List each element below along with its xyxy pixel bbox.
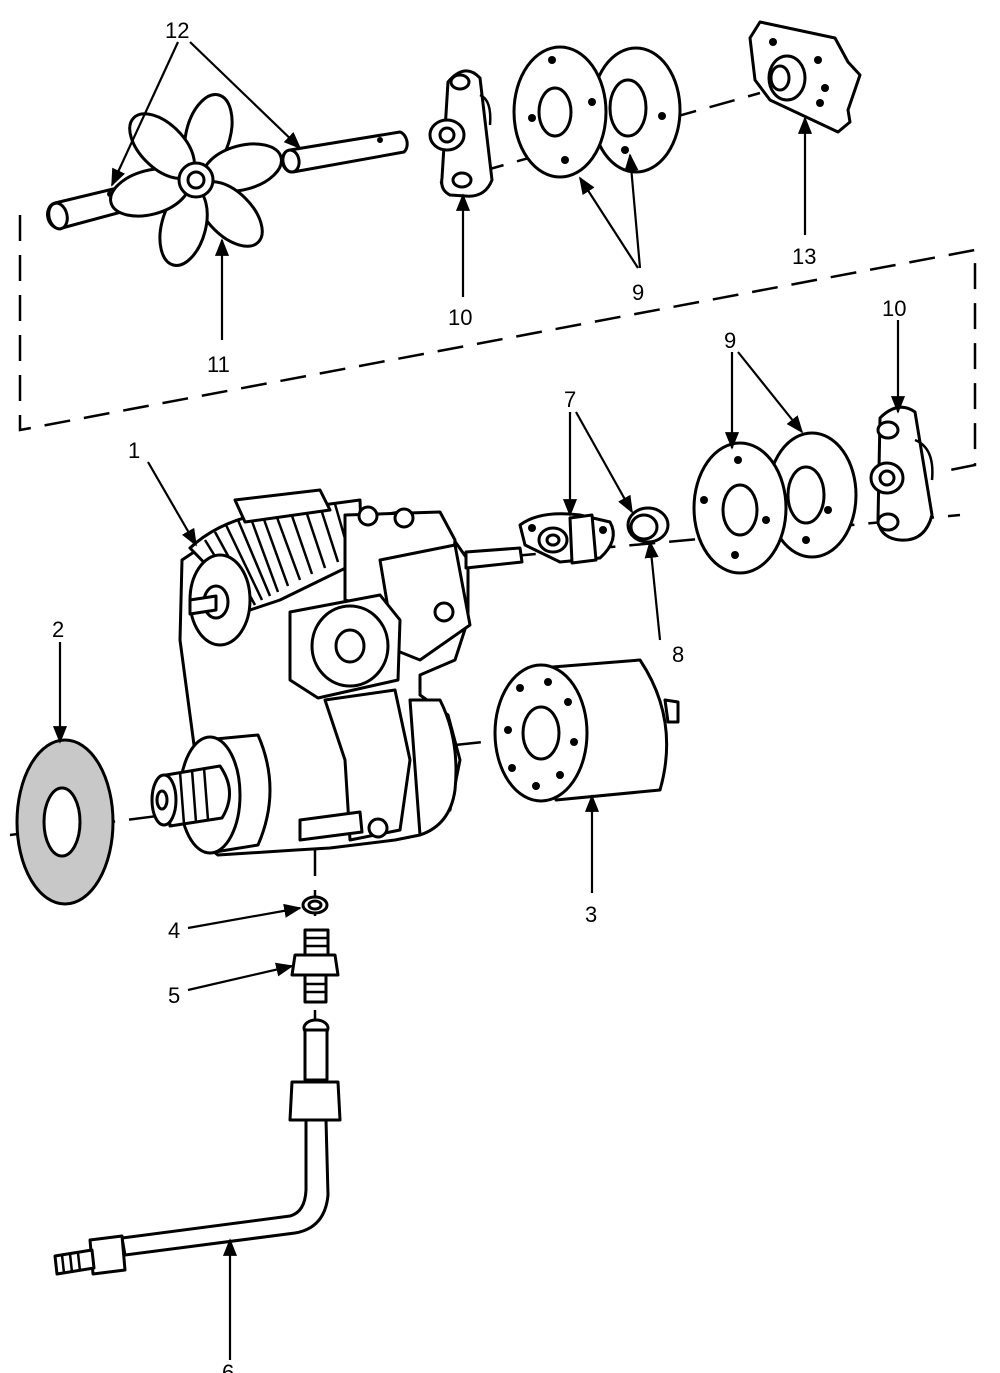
callout-11: 11 (207, 352, 230, 377)
flange-pair-top (512, 45, 682, 179)
callout-10-mid: 10 (882, 296, 906, 321)
callout-labels: 12 11 10 9 13 10 9 7 1 2 8 3 4 5 6 (52, 18, 906, 1373)
callout-6: 6 (222, 1360, 234, 1373)
callout-8: 8 (672, 642, 684, 667)
sealing-washer (301, 895, 329, 915)
fan-impeller (109, 93, 283, 267)
mounting-plate (748, 20, 862, 134)
bushing (626, 506, 670, 544)
oil-pipe (53, 1018, 342, 1276)
callout-10-top: 10 (448, 305, 472, 330)
callout-9-top: 9 (632, 280, 644, 305)
callout-12: 12 (165, 18, 189, 43)
callout-7: 7 (564, 387, 576, 412)
friction-disc (15, 738, 115, 906)
shaft-long (280, 130, 409, 174)
callout-1: 1 (128, 438, 140, 463)
callout-5: 5 (168, 983, 180, 1008)
pump-housing (150, 488, 524, 857)
coupling-arm (518, 512, 615, 565)
flange-pair-mid (692, 431, 858, 575)
callout-9-mid: 9 (724, 328, 736, 353)
callout-4: 4 (168, 918, 180, 943)
coupling-yoke-mid (869, 405, 934, 542)
callout-2: 2 (52, 617, 64, 642)
coupling-yoke-top (428, 69, 494, 198)
adapter-fitting (290, 928, 340, 1004)
leader-lines (52, 41, 906, 1360)
filter-canister (493, 658, 680, 803)
callout-13: 13 (792, 244, 816, 269)
callout-3: 3 (585, 902, 597, 927)
